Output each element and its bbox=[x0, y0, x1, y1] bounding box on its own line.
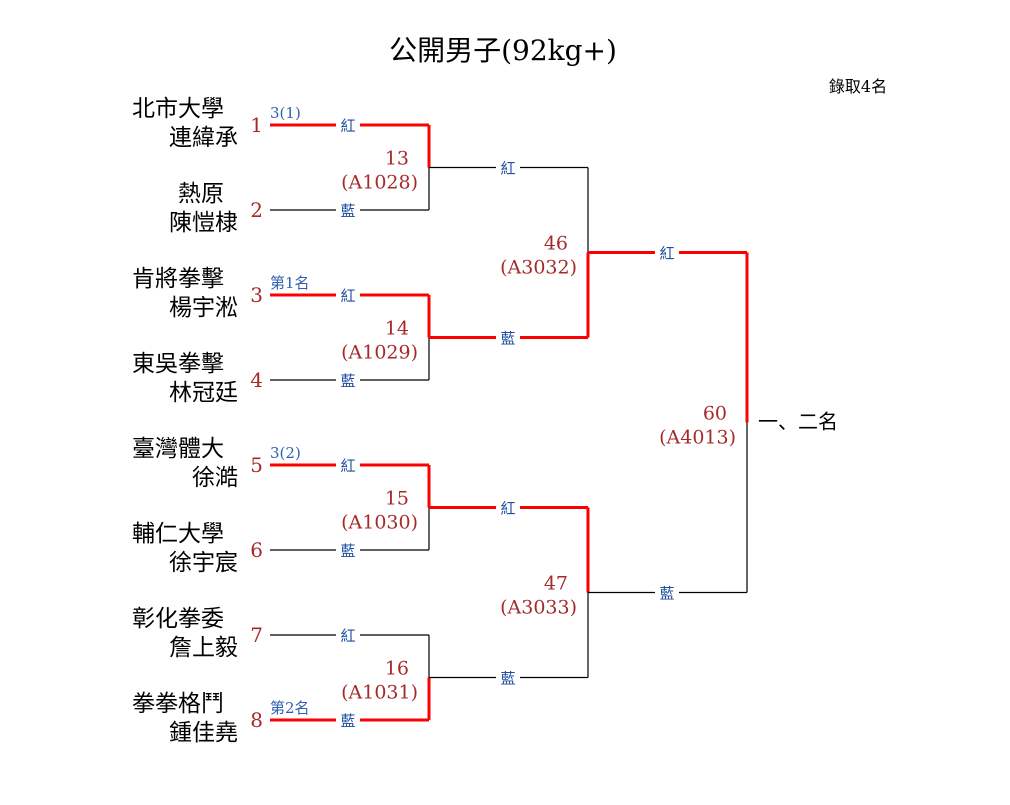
seed-number: 4 bbox=[250, 368, 263, 392]
match-code: (A3032) bbox=[500, 257, 577, 279]
corner-label-red: 紅 bbox=[340, 627, 355, 645]
match-code: (A1028) bbox=[341, 172, 418, 194]
corner-label-blue: 藍 bbox=[340, 372, 355, 390]
corner-label-blue: 藍 bbox=[659, 585, 674, 603]
corner-label-blue: 藍 bbox=[340, 542, 355, 560]
match-number: 13 bbox=[385, 148, 409, 170]
result-label: 第1名 bbox=[270, 274, 310, 292]
corner-label-red: 紅 bbox=[340, 117, 355, 135]
corner-label-bg bbox=[336, 370, 360, 390]
athlete-name: 詹上毅 bbox=[169, 635, 238, 661]
team-name: 彰化拳委 bbox=[132, 606, 224, 632]
corner-label-red: 紅 bbox=[340, 287, 355, 305]
final-placement-label: 一、二名 bbox=[758, 410, 838, 434]
match-code: (A4013) bbox=[659, 427, 736, 449]
team-name: 輔仁大學 bbox=[132, 521, 224, 547]
seed-number: 6 bbox=[250, 538, 263, 562]
corner-label-bg bbox=[496, 157, 520, 178]
athlete-name: 鍾佳堯 bbox=[169, 720, 238, 746]
corner-label-red: 紅 bbox=[500, 160, 515, 178]
team-name: 肯將拳擊 bbox=[132, 266, 224, 292]
athlete-name: 陳愷棣 bbox=[169, 210, 238, 236]
page-title: 公開男子(92kg+) bbox=[389, 34, 617, 67]
team-name: 熱原 bbox=[178, 181, 224, 207]
match-number: 47 bbox=[544, 573, 568, 595]
athlete-name: 連緯承 bbox=[169, 125, 238, 151]
corner-label-bg bbox=[336, 285, 360, 305]
team-name: 拳拳格鬥 bbox=[132, 691, 224, 717]
team-name: 臺灣體大 bbox=[132, 436, 224, 462]
seed-number: 5 bbox=[250, 453, 263, 477]
corner-label-bg bbox=[336, 625, 360, 645]
match-number: 60 bbox=[703, 403, 727, 425]
corner-label-red: 紅 bbox=[659, 245, 674, 263]
corner-label-bg bbox=[496, 667, 520, 688]
team-name: 北市大學 bbox=[132, 96, 224, 122]
corner-label-bg bbox=[655, 242, 679, 263]
athlete-name: 徐宇宸 bbox=[169, 550, 238, 576]
corner-label-blue: 藍 bbox=[500, 330, 515, 348]
corner-label-bg bbox=[496, 327, 520, 348]
match-code: (A1030) bbox=[341, 512, 418, 534]
match-code: (A1029) bbox=[341, 342, 418, 364]
seed-number: 1 bbox=[250, 113, 263, 137]
corner-label-blue: 藍 bbox=[340, 202, 355, 220]
corner-label-blue: 藍 bbox=[340, 712, 355, 730]
result-label: 第2名 bbox=[270, 699, 310, 717]
corner-label-bg bbox=[336, 540, 360, 560]
corner-label-bg bbox=[655, 582, 679, 603]
athlete-name: 徐澔 bbox=[192, 465, 238, 491]
result-label: 3(2) bbox=[270, 444, 301, 462]
seed-number: 3 bbox=[250, 283, 263, 307]
quota-label: 錄取4名 bbox=[829, 77, 887, 96]
corner-label-bg bbox=[336, 710, 360, 730]
corner-label-bg bbox=[336, 200, 360, 220]
corner-label-bg bbox=[336, 455, 360, 475]
corner-label-red: 紅 bbox=[500, 500, 515, 518]
seed-number: 8 bbox=[250, 708, 263, 732]
team-name: 東吳拳擊 bbox=[132, 351, 224, 377]
athlete-name: 林冠廷 bbox=[169, 380, 238, 406]
result-label: 3(1) bbox=[270, 104, 301, 122]
match-code: (A3033) bbox=[500, 597, 577, 619]
match-number: 15 bbox=[385, 488, 409, 510]
match-code: (A1031) bbox=[341, 682, 418, 704]
seed-number: 7 bbox=[250, 623, 263, 647]
corner-label-bg bbox=[496, 497, 520, 518]
athlete-name: 楊宇淞 bbox=[169, 295, 238, 321]
match-number: 16 bbox=[385, 658, 409, 680]
match-number: 46 bbox=[544, 233, 568, 255]
seed-number: 2 bbox=[250, 198, 263, 222]
corner-label-bg bbox=[336, 115, 360, 135]
corner-label-blue: 藍 bbox=[500, 670, 515, 688]
corner-label-red: 紅 bbox=[340, 457, 355, 475]
match-number: 14 bbox=[385, 318, 409, 340]
